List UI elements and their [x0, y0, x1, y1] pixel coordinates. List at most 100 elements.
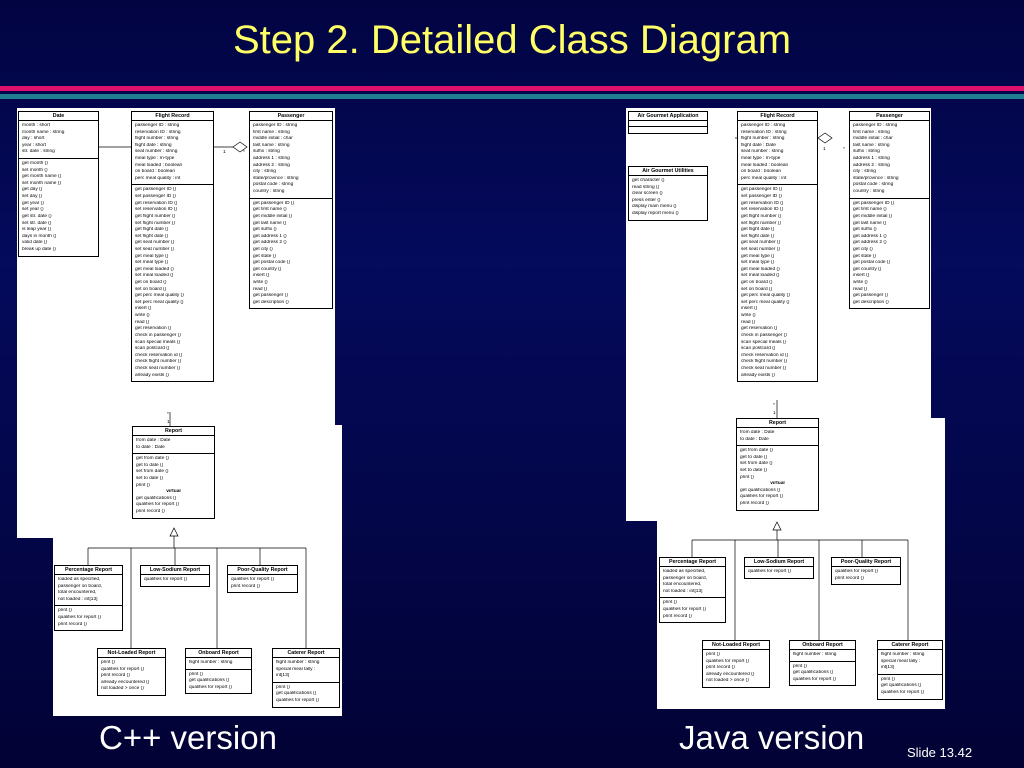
attribute: on board : boolean [135, 169, 176, 175]
class-name: Onboard Report [790, 641, 855, 650]
operation: get to date () [136, 462, 164, 468]
operation: qualifies for report () [58, 615, 101, 621]
java-version-label: Java version [679, 719, 865, 756]
operations-section: qualifies for report () [141, 575, 209, 586]
operation: get address 2 () [253, 240, 287, 246]
attribute: perc meal quality : int [135, 175, 181, 181]
attribute: flight number : string [741, 136, 785, 142]
attribute: passenger on board, [663, 575, 708, 581]
operation: get to date () [740, 454, 768, 460]
attribute: to date : Date [740, 436, 769, 442]
operation: get qualifications () [276, 691, 317, 697]
attribute: loaded as specified, [663, 569, 706, 574]
slide-title: Step 2. Detailed Class Diagram [232, 18, 792, 62]
operation: print () [706, 652, 720, 657]
operation: get first name () [853, 207, 887, 213]
operations-section: print ()get qualifications ()qualifies f… [273, 683, 339, 707]
operation: qualifies for report () [706, 658, 749, 664]
operation: get on board () [135, 280, 167, 286]
attribute: first name : string [853, 129, 890, 135]
attribute: flight number : string [189, 660, 233, 665]
teal-stripe [0, 94, 1024, 99]
attribute: flight number : string [881, 652, 925, 657]
operation: qualifies for report () [136, 502, 179, 508]
class-name: Date [19, 112, 98, 121]
operation: qualifies for report () [189, 684, 232, 690]
attribute: flight date : Date [741, 142, 776, 148]
attribute: first name : string [253, 129, 290, 135]
operation: get meal type () [741, 253, 775, 259]
operation: get flight number () [741, 213, 782, 219]
operation: set reservation ID () [741, 207, 784, 213]
operation: write () [741, 313, 756, 319]
class-name: Not-Loaded Report [703, 641, 769, 650]
operation: get city () [253, 246, 273, 252]
slide-number: Slide 13.42 [907, 745, 973, 760]
class-name: Air Gourmet Application [629, 112, 707, 121]
cpp-multiplicity-bottom: 1 [167, 420, 170, 425]
operations-section: get passenger ID ()set passenger ID ()ge… [132, 185, 213, 381]
operation: get flight number () [135, 213, 176, 219]
empty-section [629, 127, 707, 133]
operation: get city () [853, 246, 873, 252]
operation: get qualifications () [740, 487, 781, 493]
attribute: day : short [22, 136, 45, 142]
operation: qualifies for report () [881, 690, 924, 696]
operation: get last name () [853, 220, 887, 226]
attribute: not loaded : int[13] [663, 588, 703, 594]
operation: get perc meal quality () [741, 293, 790, 299]
operation: check in passenger () [135, 332, 181, 338]
magenta-stripe [0, 86, 1024, 91]
operation: qualifies for report () [740, 494, 783, 500]
operation: print () [881, 676, 895, 682]
operation: get middle initial () [853, 213, 892, 219]
class-name: Caterer Report [273, 649, 339, 658]
operation: set meal type () [135, 260, 169, 266]
operations-section: get character ()read string ()clear scre… [629, 176, 707, 220]
attribute: meal type : m-type [135, 156, 175, 162]
operation: get description () [253, 299, 289, 305]
attribute: address 1 : string [253, 156, 290, 162]
operation: qualifies for report () [748, 569, 791, 574]
operation: get reservation () [741, 326, 778, 332]
operation: get on board () [741, 280, 773, 286]
class-name: Report [737, 419, 818, 428]
virtual-keyword: virtual [166, 489, 181, 495]
attribute: postal code : string [253, 182, 294, 188]
operation: print record () [740, 501, 769, 507]
class-name: Caterer Report [878, 641, 942, 650]
class-name: Report [133, 427, 214, 436]
operation: get address 2 () [853, 240, 887, 246]
class-name: Air Gourmet Utilities [629, 167, 707, 176]
attribute: seat number : string [741, 149, 784, 155]
attribute: city : string [253, 169, 276, 175]
operation: set meal type () [741, 260, 775, 266]
java-multiplicity-bottom: 1 [773, 411, 776, 416]
operation: get day () [22, 187, 43, 193]
operation: set passenger ID () [741, 194, 782, 200]
attribute: special meal tally : [276, 666, 316, 672]
operation: scan special meals () [135, 339, 181, 345]
operations-section: get month ()set month ()get month name (… [19, 159, 98, 256]
operation: get country () [253, 266, 282, 272]
operations-section: get passenger ID ()get first name ()get … [850, 199, 929, 309]
attribute: from date : Date [740, 430, 775, 435]
operation: print record () [231, 583, 260, 589]
attribute: address 2 : string [853, 162, 890, 168]
attribute: on board : boolean [741, 169, 782, 175]
operation: set perc meal quality () [135, 299, 184, 305]
operations-section: get from date ()get to date ()set from d… [737, 446, 818, 509]
operation: print () [793, 663, 807, 669]
attribute: state/province : string [253, 175, 299, 181]
operation: set from date () [136, 469, 169, 475]
attribute: str. date : string [22, 149, 55, 155]
operation: get month () [22, 161, 48, 167]
operation: insert () [135, 306, 152, 312]
